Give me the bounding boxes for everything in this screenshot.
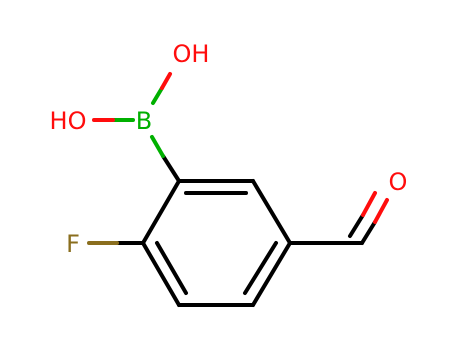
atom-label-oxygen: O — [389, 168, 408, 196]
atom-label-ho-left: HO — [50, 107, 87, 135]
atom-label-boron: B — [136, 107, 152, 135]
substituent-bonds — [87, 72, 389, 245]
bond-c1-boron-carbon-half — [161, 154, 181, 183]
ring-double-bond-inner-right — [243, 241, 278, 295]
bond-aldehyde-co-1-carbon-half — [360, 220, 377, 245]
bond-aldehyde-co-1-oxygen-half — [373, 198, 389, 224]
ring-bond-c3-c4 — [251, 241, 292, 307]
ring-bond-c6-c1 — [141, 179, 181, 245]
bond-aldehyde-co-2-oxygen-half — [361, 191, 377, 217]
atom-label-oh-top: OH — [173, 40, 210, 68]
bond-aldehyde-co-2-carbon-half — [348, 213, 365, 238]
atom-labels: OH HO B O F — [50, 40, 408, 258]
bond-c1-boron-boron-half — [150, 135, 165, 158]
bond-boron-oh-oxygen-half — [160, 72, 172, 90]
ring-bond-c2-c3 — [251, 179, 292, 245]
benzene-ring — [141, 179, 292, 307]
bond-boron-oh-boron-half — [151, 86, 164, 105]
ring-double-bond-inner-left — [155, 241, 188, 295]
ring-bond-c5-c6 — [141, 241, 181, 307]
atom-label-fluorine: F — [66, 230, 80, 258]
